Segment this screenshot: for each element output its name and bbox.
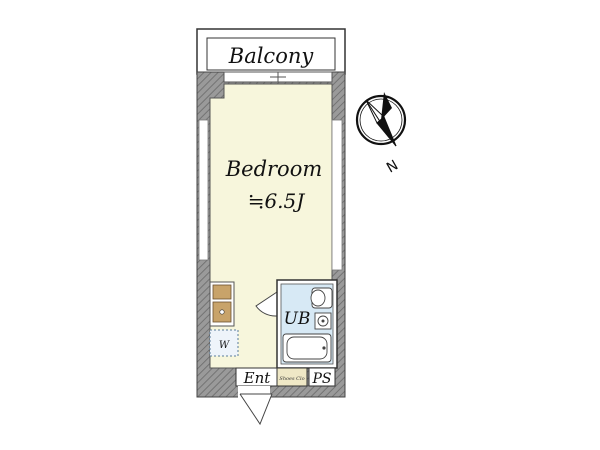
- shoes-closet-label: Shoes Clo: [279, 376, 304, 382]
- pipe-space: PS: [308, 367, 336, 387]
- kitchen-counter: [209, 281, 235, 327]
- entrance: Ent: [235, 367, 278, 387]
- bedroom-label: Bedroom: [225, 157, 323, 181]
- washer-label: W: [219, 340, 230, 351]
- balcony-label: Balcony: [228, 44, 315, 68]
- balcony: Balcony: [196, 28, 346, 75]
- bedroom: Bedroom ≒6.5J: [198, 71, 343, 369]
- unit-bath-label: UB: [284, 309, 311, 329]
- pipe-space-label: PS: [311, 371, 331, 387]
- unit-bath: UB: [276, 279, 338, 369]
- bedroom-size: ≒6.5J: [248, 189, 306, 213]
- compass-north-label: N: [384, 157, 401, 176]
- compass: N: [355, 92, 407, 176]
- compass-needle-icon: [365, 92, 397, 147]
- washer-space: W: [209, 329, 239, 357]
- entrance-door: [238, 386, 273, 426]
- entrance-label: Ent: [243, 369, 272, 387]
- shoes-closet: Shoes Clo: [276, 367, 308, 387]
